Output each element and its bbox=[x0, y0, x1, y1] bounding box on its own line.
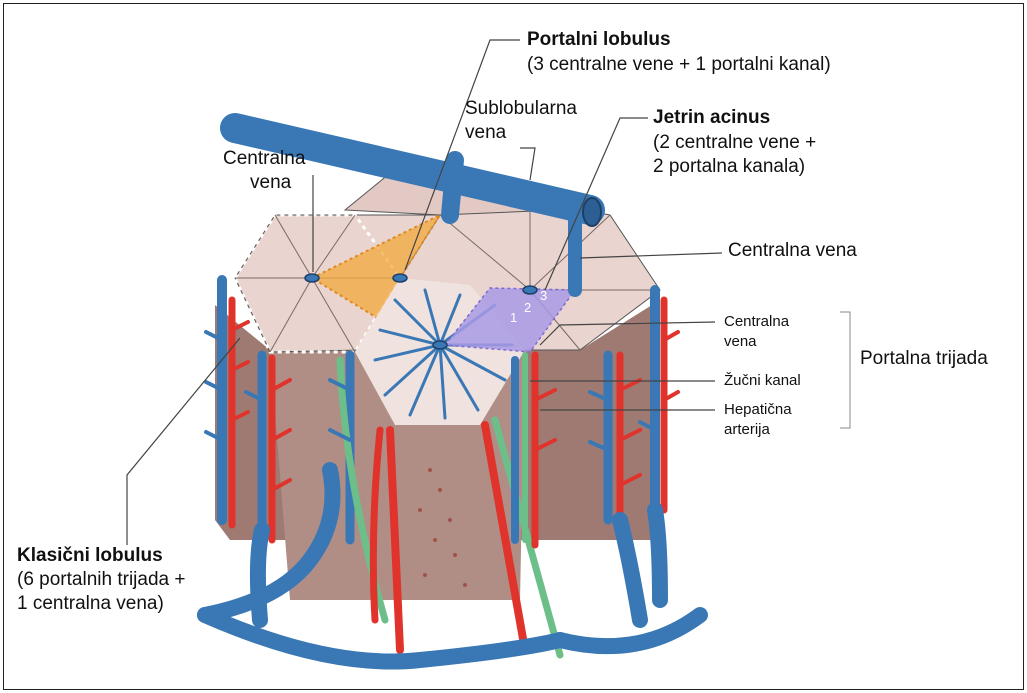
jetrin-acinus-title: Jetrin acinus bbox=[653, 107, 770, 130]
sublobular-vein-end bbox=[583, 198, 601, 226]
portalna-trijada-label: Portalna trijada bbox=[860, 348, 988, 371]
zucni-kanal-label: Žučni kanal bbox=[724, 372, 801, 390]
centralna-vena-small-2: vena bbox=[724, 333, 757, 351]
centralna-vena-right: Centralna vena bbox=[728, 240, 857, 263]
portal-triad-bracket bbox=[840, 312, 850, 428]
klasicni-lobulus-title: Klasični lobulus bbox=[17, 545, 163, 568]
leader-sublobularna bbox=[520, 148, 535, 180]
acinus-zone-3: 3 bbox=[540, 288, 547, 303]
sublobular-vein-branch bbox=[450, 160, 455, 215]
acinus-zone-2: 2 bbox=[524, 300, 531, 315]
centralna-vena-top-1: Centralna bbox=[223, 148, 305, 171]
klasicni-lobulus-desc-2: 1 centralna vena) bbox=[17, 593, 164, 616]
jetrin-acinus-desc-1: (2 centralne vene + bbox=[653, 132, 816, 155]
hepaticna-arterija-1: Hepatična bbox=[724, 401, 792, 419]
portalni-lobulus-title: Portalni lobulus bbox=[527, 29, 671, 52]
sublobularna-label-2: vena bbox=[465, 122, 506, 145]
portalni-lobulus-desc: (3 centralne vene + 1 portalni kanal) bbox=[527, 54, 831, 77]
sublobularna-label-1: Sublobularna bbox=[465, 98, 577, 121]
centralna-vena-small-1: Centralna bbox=[724, 313, 789, 331]
centralna-vena-top-2: vena bbox=[250, 172, 291, 195]
hepaticna-arterija-2: arterija bbox=[724, 421, 770, 439]
klasicni-lobulus-desc-1: (6 portalnih trijada + bbox=[17, 569, 185, 592]
acinus-zone-1: 1 bbox=[510, 310, 517, 325]
jetrin-acinus-desc-2: 2 portalna kanala) bbox=[653, 156, 805, 179]
